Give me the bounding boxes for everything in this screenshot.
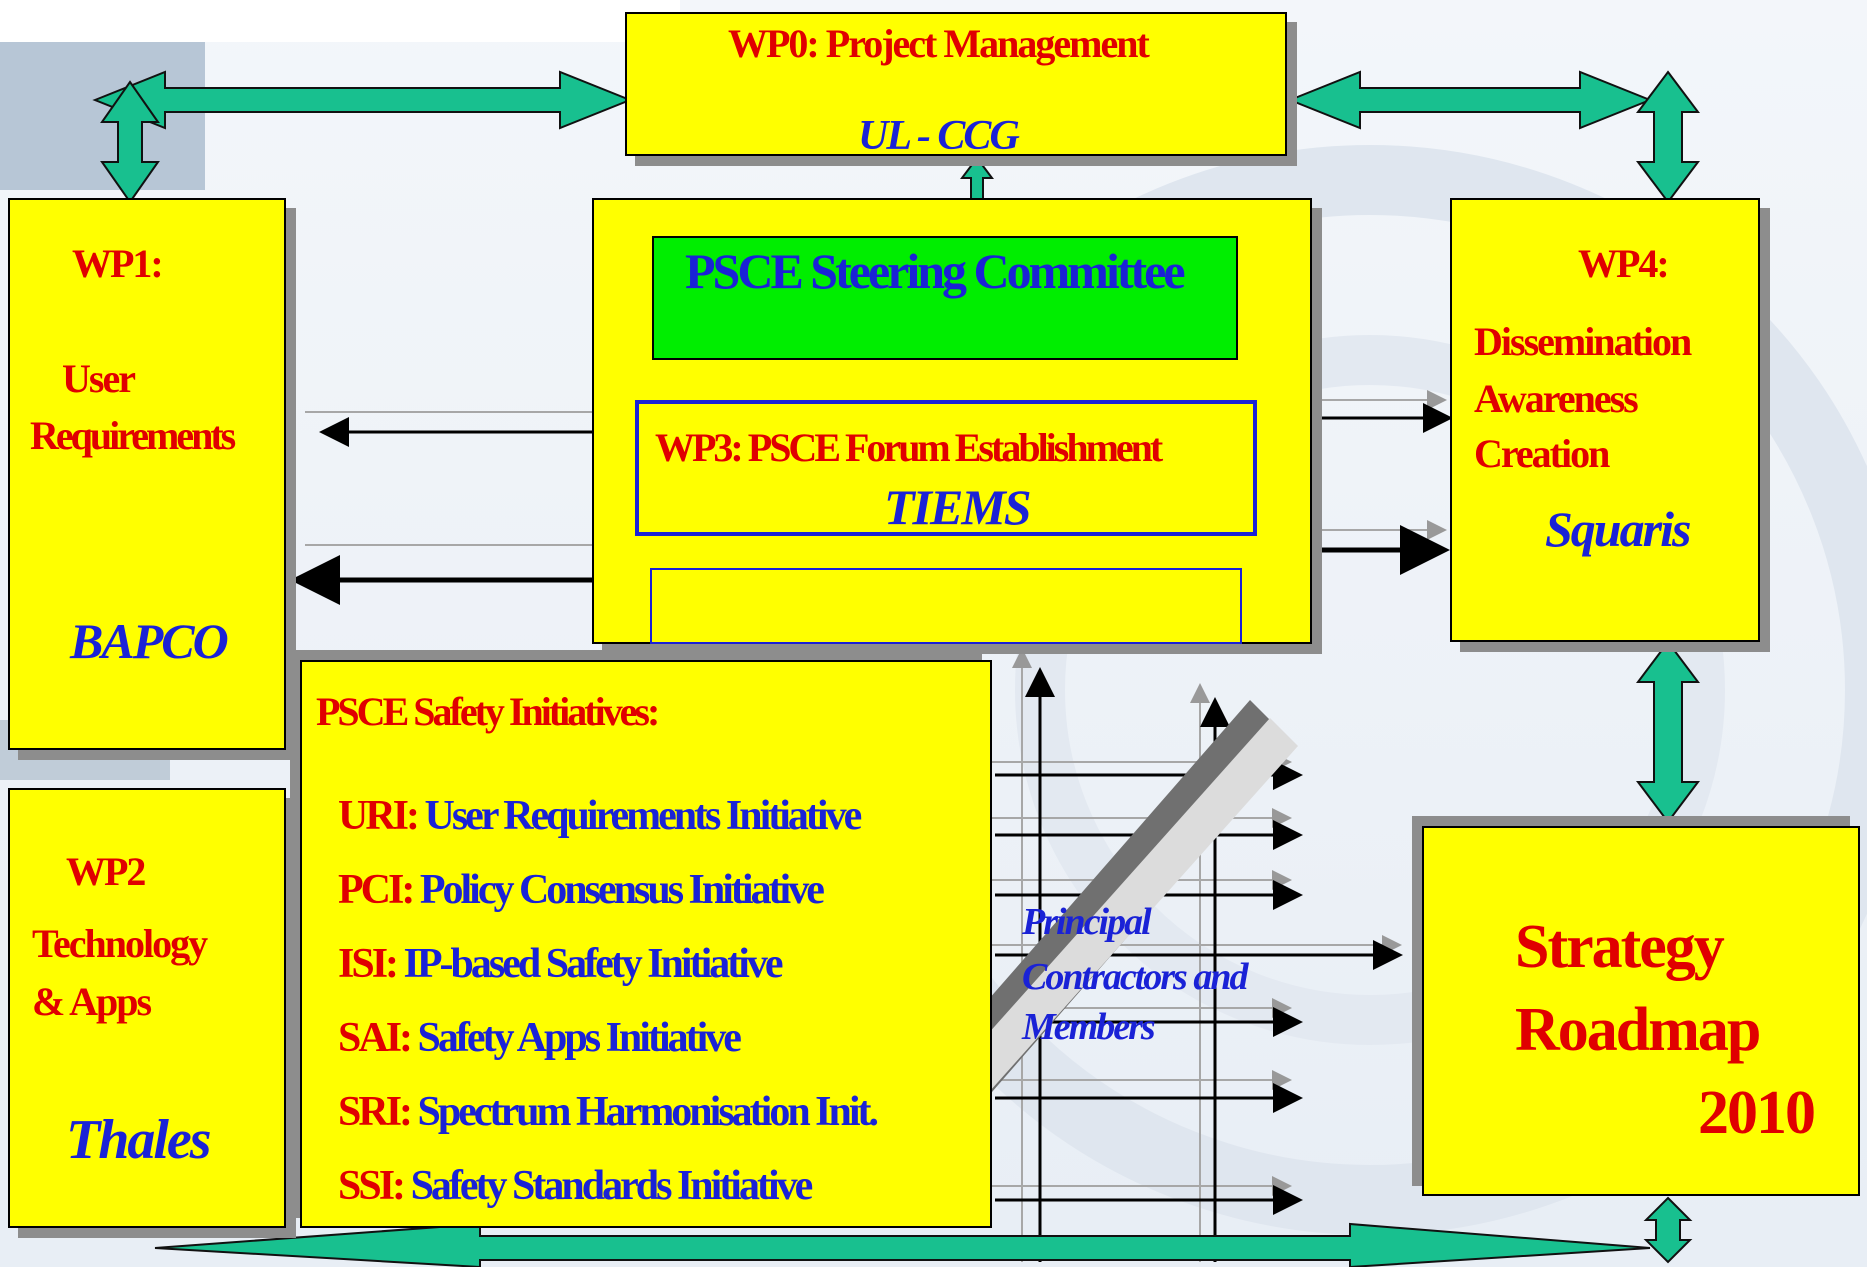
wp4-box	[1450, 198, 1760, 642]
initiative-label: Spectrum Harmonisation Init.	[417, 1089, 880, 1135]
initiative-label: Safety Standards Initiative	[410, 1163, 814, 1209]
white-banner-top-left	[0, 0, 680, 42]
initiative-code: SAI:	[338, 1015, 413, 1061]
initiative-item: SAI: Safety Apps Initiative	[338, 1014, 742, 1062]
wp3-lead: TIEMS	[884, 479, 1032, 535]
roadmap-line2: Roadmap	[1515, 996, 1761, 1064]
members-line2: Contractors and	[1022, 956, 1248, 998]
wp2-box	[8, 788, 286, 1228]
wp2-title: WP2	[66, 849, 146, 894]
members-line1: Principal	[1022, 901, 1152, 943]
double-arrow-roadmap-bottom	[1643, 1196, 1693, 1264]
wp4-title: WP4:	[1578, 241, 1670, 286]
initiative-label: Policy Consensus Initiative	[419, 867, 825, 913]
initiative-code: SSI:	[338, 1163, 406, 1209]
double-arrow-wp0-wp4	[1287, 70, 1653, 130]
wp1-name-line2: Requirements	[30, 413, 236, 458]
roadmap-year: 2010	[1698, 1079, 1816, 1147]
wp2-name-line2: & Apps	[32, 979, 152, 1024]
wp4-line3: Creation	[1474, 431, 1610, 476]
wp2-name-line1: Technology	[32, 921, 208, 966]
steering-committee-title: PSCE Steering Committee	[685, 243, 1186, 299]
wp4-lead: Squaris	[1545, 501, 1691, 557]
empty-sub-box	[650, 568, 1242, 644]
double-arrow-vertical-right	[1636, 70, 1700, 204]
wp4-line2: Awareness	[1474, 376, 1639, 421]
wp1-box	[8, 198, 286, 750]
initiative-item: SSI: Safety Standards Initiative	[338, 1162, 814, 1210]
wp0-box	[625, 12, 1287, 156]
wp2-lead: Thales	[66, 1109, 212, 1171]
wp0-title: WP0: Project Management	[728, 21, 1150, 66]
initiative-item: SRI: Spectrum Harmonisation Init.	[338, 1088, 880, 1136]
double-arrow-bottom-long	[154, 1222, 1651, 1267]
initiative-code: PCI:	[338, 867, 415, 913]
double-arrow-wp1-wp0	[92, 70, 633, 130]
wp1-name-line1: User	[62, 356, 136, 401]
initiatives-box	[300, 660, 992, 1228]
wp3-box	[635, 400, 1257, 536]
initiative-code: URI:	[338, 793, 420, 839]
double-arrow-wp4-roadmap	[1636, 640, 1700, 824]
roadmap-box	[1422, 826, 1860, 1196]
black-connectors	[290, 403, 1453, 1262]
wp4-line1: Dissemination	[1474, 319, 1692, 364]
steering-committee-box	[652, 236, 1238, 360]
wp3-title: WP3: PSCE Forum Establishment	[655, 425, 1163, 470]
initiative-code: SRI:	[338, 1089, 413, 1135]
initiative-label: User Requirements Initiative	[424, 793, 863, 839]
initiative-item: ISI: IP-based Safety Initiative	[338, 940, 784, 988]
initiative-code: ISI:	[338, 941, 399, 987]
roadmap-line1: Strategy	[1515, 913, 1725, 981]
initiative-label: IP-based Safety Initiative	[403, 941, 784, 987]
members-line3: Members	[1022, 1006, 1156, 1048]
initiative-label: Safety Apps Initiative	[417, 1015, 742, 1061]
initiative-item: URI: User Requirements Initiative	[338, 792, 863, 840]
diagonal-bar	[940, 700, 1298, 1110]
wp1-lead: BAPCO	[70, 613, 229, 669]
initiative-item: PCI: Policy Consensus Initiative	[338, 866, 825, 914]
initiatives-heading: PSCE Safety Initiatives:	[316, 689, 660, 734]
wp1-title: WP1:	[72, 241, 164, 286]
wp0-lead: UL - CCG	[858, 113, 1020, 159]
